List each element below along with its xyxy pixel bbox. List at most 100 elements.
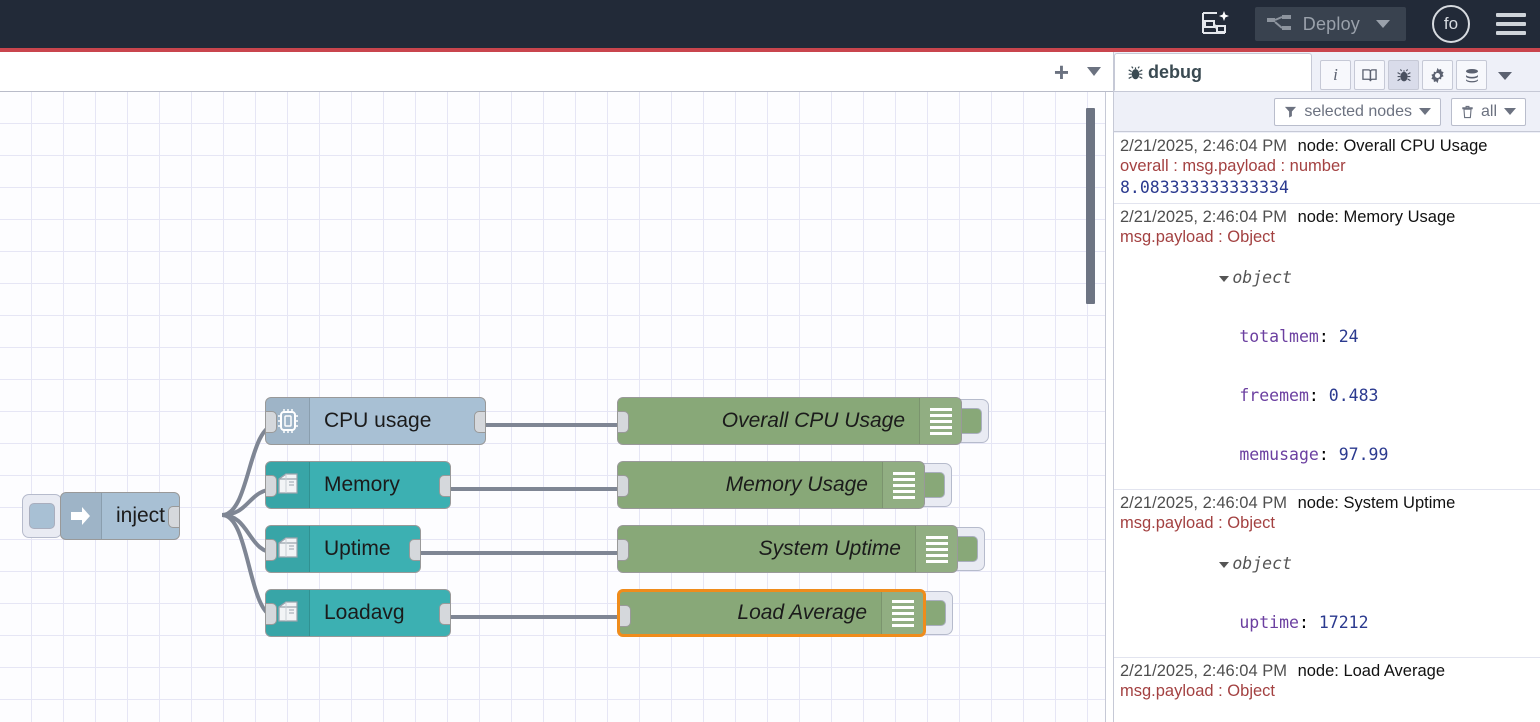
debug-timestamp: 2/21/2025, 2:46:04 PM [1120,208,1287,226]
node-label: Uptime [310,537,420,561]
node-inject[interactable]: inject [60,492,180,540]
debug-entry: memusage: 97.99 [1120,426,1535,483]
debug-value: 8.083333333333334 [1120,178,1535,197]
debug-topic: overall : msg.payload : number [1120,157,1535,176]
canvas-vertical-scrollbar[interactable] [1086,108,1095,304]
deploy-button[interactable]: Deploy [1255,7,1406,41]
flow-workspace: + [0,52,1113,722]
flow-sparkle-icon[interactable] [1193,2,1237,46]
node-output-port[interactable] [168,506,180,528]
node-input-port[interactable] [617,411,629,433]
node-output-port[interactable] [439,475,451,497]
deploy-icon [1267,14,1293,34]
debug-lines-icon [919,398,961,444]
debug-timestamp: 2/21/2025, 2:46:04 PM [1120,137,1287,155]
debug-message[interactable]: 2/21/2025, 2:46:04 PM node: Memory Usage… [1114,204,1540,490]
debug-topic: msg.payload : Object [1120,514,1535,533]
flow-tabbar: + [0,52,1113,92]
trash-icon [1461,105,1474,119]
node-label: CPU usage [310,409,485,433]
node-uptime[interactable]: Uptime [265,525,421,573]
inject-trigger-button[interactable] [22,494,62,538]
debug-message-list[interactable]: 2/21/2025, 2:46:04 PM node: Overall CPU … [1114,133,1540,722]
debug-node-prefix: node: [1298,494,1339,512]
sidebar-tabbar: debug i [1114,52,1540,92]
debug-filter-chevron-down-icon[interactable] [1419,108,1431,115]
debug-message[interactable]: 2/21/2025, 2:46:04 PM node: Load Average… [1114,658,1540,722]
debug-timestamp: 2/21/2025, 2:46:04 PM [1120,662,1287,680]
debug-filter-bar: selected nodes all [1114,92,1540,132]
debug-timestamp: 2/21/2025, 2:46:04 PM [1120,494,1287,512]
avatar-initials: fo [1444,14,1458,34]
node-loadavg[interactable]: Loadavg [265,589,451,637]
node-input-port[interactable] [265,411,277,433]
hamburger-icon[interactable] [1496,13,1526,35]
node-debug-load-average[interactable]: Load Average [617,589,926,637]
debug-lines-icon [915,526,957,572]
app-header: Deploy fo [0,0,1540,48]
debug-message[interactable]: 2/21/2025, 2:46:04 PM node: Overall CPU … [1114,133,1540,204]
debug-message[interactable]: 2/21/2025, 2:46:04 PM node: System Uptim… [1114,490,1540,658]
debug-filter-label: selected nodes [1304,103,1412,121]
node-input-port[interactable] [617,605,631,627]
node-output-port[interactable] [409,539,421,561]
node-label: Memory Usage [618,473,882,497]
node-output-port[interactable] [474,411,486,433]
canvas-right-edge [1105,92,1113,722]
expand-triangle-icon[interactable] [1219,276,1229,282]
expand-triangle-icon[interactable] [1219,562,1229,568]
book-icon[interactable] [1354,60,1385,90]
bug-icon [1127,64,1144,81]
debug-lines-icon [882,462,924,508]
deploy-label: Deploy [1303,14,1360,35]
debug-node-name: Overall CPU Usage [1343,137,1487,155]
debug-object-root[interactable]: object [1120,703,1535,722]
tab-debug-label: debug [1148,62,1202,83]
node-cpu-usage[interactable]: CPU usage [265,397,486,445]
sidebar: debug i [1113,52,1540,722]
deploy-chevron-down-icon[interactable] [1376,20,1390,28]
add-flow-button[interactable]: + [1054,59,1069,85]
node-memory[interactable]: Memory [265,461,451,509]
tab-debug[interactable]: debug [1114,53,1312,91]
sidebar-toolbar: i [1320,60,1512,91]
node-input-port[interactable] [617,539,629,561]
debug-object-root[interactable]: object [1120,249,1535,306]
flow-canvas[interactable]: inject [0,92,1113,722]
debug-entry: totalmem: 24 [1120,308,1535,365]
node-debug-overall-cpu-usage[interactable]: Overall CPU Usage [617,397,962,445]
debug-object-root[interactable]: object [1120,535,1535,592]
node-input-port[interactable] [265,475,277,497]
node-input-port[interactable] [265,603,277,625]
node-debug-system-uptime[interactable]: System Uptime [617,525,958,573]
bug-icon[interactable] [1388,60,1419,90]
node-input-port[interactable] [265,539,277,561]
info-icon[interactable]: i [1320,60,1351,90]
debug-node-name: System Uptime [1343,494,1455,512]
node-input-port[interactable] [617,475,629,497]
funnel-icon [1284,105,1297,118]
node-label: Load Average [620,601,881,625]
node-debug-memory-usage[interactable]: Memory Usage [617,461,925,509]
debug-clear-select[interactable]: all [1451,98,1526,126]
debug-node-name: Memory Usage [1343,208,1455,226]
debug-clear-label: all [1481,103,1497,121]
debug-topic: msg.payload : Object [1120,682,1535,701]
gear-icon[interactable] [1422,60,1453,90]
debug-node-prefix: node: [1298,208,1339,226]
node-label: Memory [310,473,450,497]
debug-filter-select[interactable]: selected nodes [1274,98,1441,126]
node-output-port[interactable] [439,603,451,625]
debug-node-prefix: node: [1298,137,1339,155]
sidebar-more-chevron-down-icon[interactable] [1498,72,1512,80]
avatar[interactable]: fo [1432,5,1470,43]
layers-icon[interactable] [1456,60,1487,90]
debug-clear-chevron-down-icon[interactable] [1504,108,1516,115]
flow-list-chevron-down-icon[interactable] [1087,67,1101,76]
node-label: Overall CPU Usage [618,409,919,433]
debug-entry: uptime: 17212 [1120,594,1535,651]
node-label: System Uptime [618,537,915,561]
debug-lines-icon [881,592,923,634]
debug-node-prefix: node: [1298,662,1339,680]
